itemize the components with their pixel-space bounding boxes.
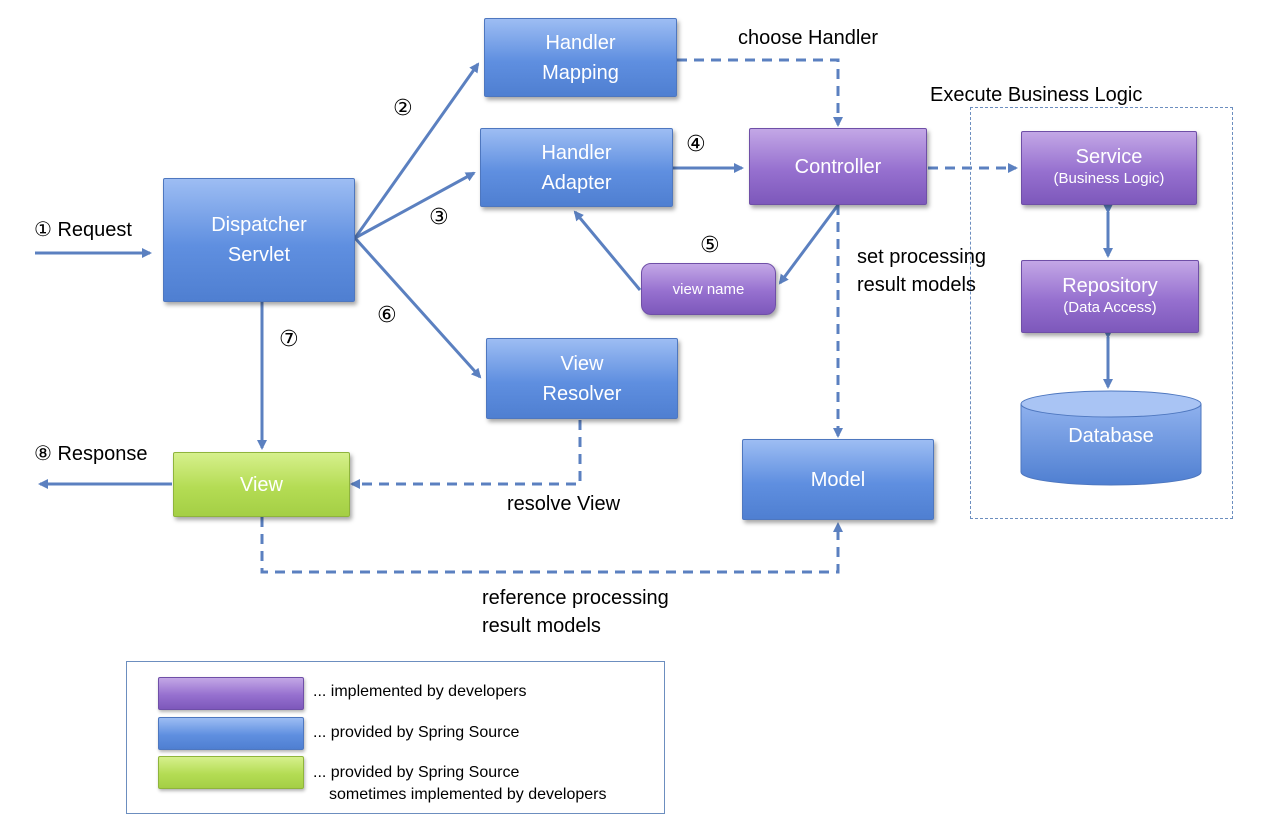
view-node: View bbox=[173, 452, 350, 517]
execute-business-logic-label: Execute Business Logic bbox=[930, 84, 1143, 106]
arrow-to-handler-mapping bbox=[353, 62, 480, 239]
legend-optional-text-2: sometimes implemented by developers bbox=[329, 786, 607, 803]
step-4: ④ bbox=[686, 131, 706, 156]
arrow-to-view-name bbox=[778, 204, 840, 285]
response-label: ⑧ Response bbox=[34, 443, 148, 465]
choose-handler-label: choose Handler bbox=[738, 27, 879, 49]
view-name-label: view name bbox=[672, 280, 745, 298]
service-sub-label: (Business Logic) bbox=[1053, 170, 1165, 187]
view-resolver-node: View Resolver bbox=[486, 338, 678, 419]
legend-developer-text: ... implemented by developers bbox=[313, 683, 527, 700]
step-2: ② bbox=[393, 95, 413, 120]
arrow-to-view-resolver bbox=[353, 236, 482, 379]
handler-adapter-node: Handler Adapter bbox=[480, 128, 673, 207]
model-node: Model bbox=[742, 439, 934, 520]
model-label: Model bbox=[810, 468, 866, 491]
repository-node: Repository (Data Access) bbox=[1021, 260, 1199, 333]
handler-adapter-label: Handler Adapter bbox=[541, 141, 612, 194]
step-6: ⑥ bbox=[377, 302, 397, 327]
repository-sub-label: (Data Access) bbox=[1063, 298, 1157, 316]
resolve-view-label: resolve View bbox=[507, 493, 621, 515]
database-cylinder bbox=[1020, 390, 1202, 486]
service-label: Service bbox=[1075, 146, 1143, 168]
legend: ... implemented by developers ... provid… bbox=[126, 661, 665, 814]
step-7: ⑦ bbox=[279, 326, 299, 351]
set-processing-label-2: result models bbox=[857, 274, 976, 296]
view-resolver-label: View Resolver bbox=[542, 352, 622, 405]
arrow-reference-model bbox=[260, 517, 843, 574]
legend-swatch-developer bbox=[158, 677, 304, 710]
view-name-node: view name bbox=[641, 263, 776, 315]
legend-optional-text-1: ... provided by Spring Source bbox=[313, 764, 520, 781]
arrow-view-name-to-adapter bbox=[573, 210, 642, 291]
dispatcher-servlet-node: Dispatcher Servlet bbox=[163, 178, 355, 302]
handler-mapping-label: Handler Mapping bbox=[542, 31, 619, 84]
business-logic-frame bbox=[970, 107, 1233, 519]
controller-node: Controller bbox=[749, 128, 927, 205]
dispatcher-servlet-label: Dispatcher Servlet bbox=[211, 214, 307, 266]
request-label: ① Request bbox=[34, 219, 132, 241]
repository-label: Repository bbox=[1062, 274, 1158, 297]
legend-swatch-spring bbox=[158, 717, 304, 750]
step-5: ⑤ bbox=[700, 232, 720, 257]
reference-label-1: reference processing bbox=[482, 587, 669, 609]
legend-swatch-optional bbox=[158, 756, 304, 789]
arrow-resolve-view bbox=[350, 420, 582, 489]
reference-label-2: result models bbox=[482, 615, 601, 637]
controller-label: Controller bbox=[794, 155, 882, 178]
handler-mapping-node: Handler Mapping bbox=[484, 18, 677, 97]
step-3: ③ bbox=[429, 204, 449, 229]
arrow-choose-handler bbox=[677, 58, 843, 127]
set-processing-label-1: set processing bbox=[857, 246, 986, 268]
service-node: Service (Business Logic) bbox=[1021, 131, 1197, 205]
legend-spring-text: ... provided by Spring Source bbox=[313, 724, 520, 741]
view-label: View bbox=[240, 473, 283, 496]
arrow-to-handler-adapter bbox=[354, 171, 476, 240]
database-label: Database bbox=[1068, 425, 1154, 447]
